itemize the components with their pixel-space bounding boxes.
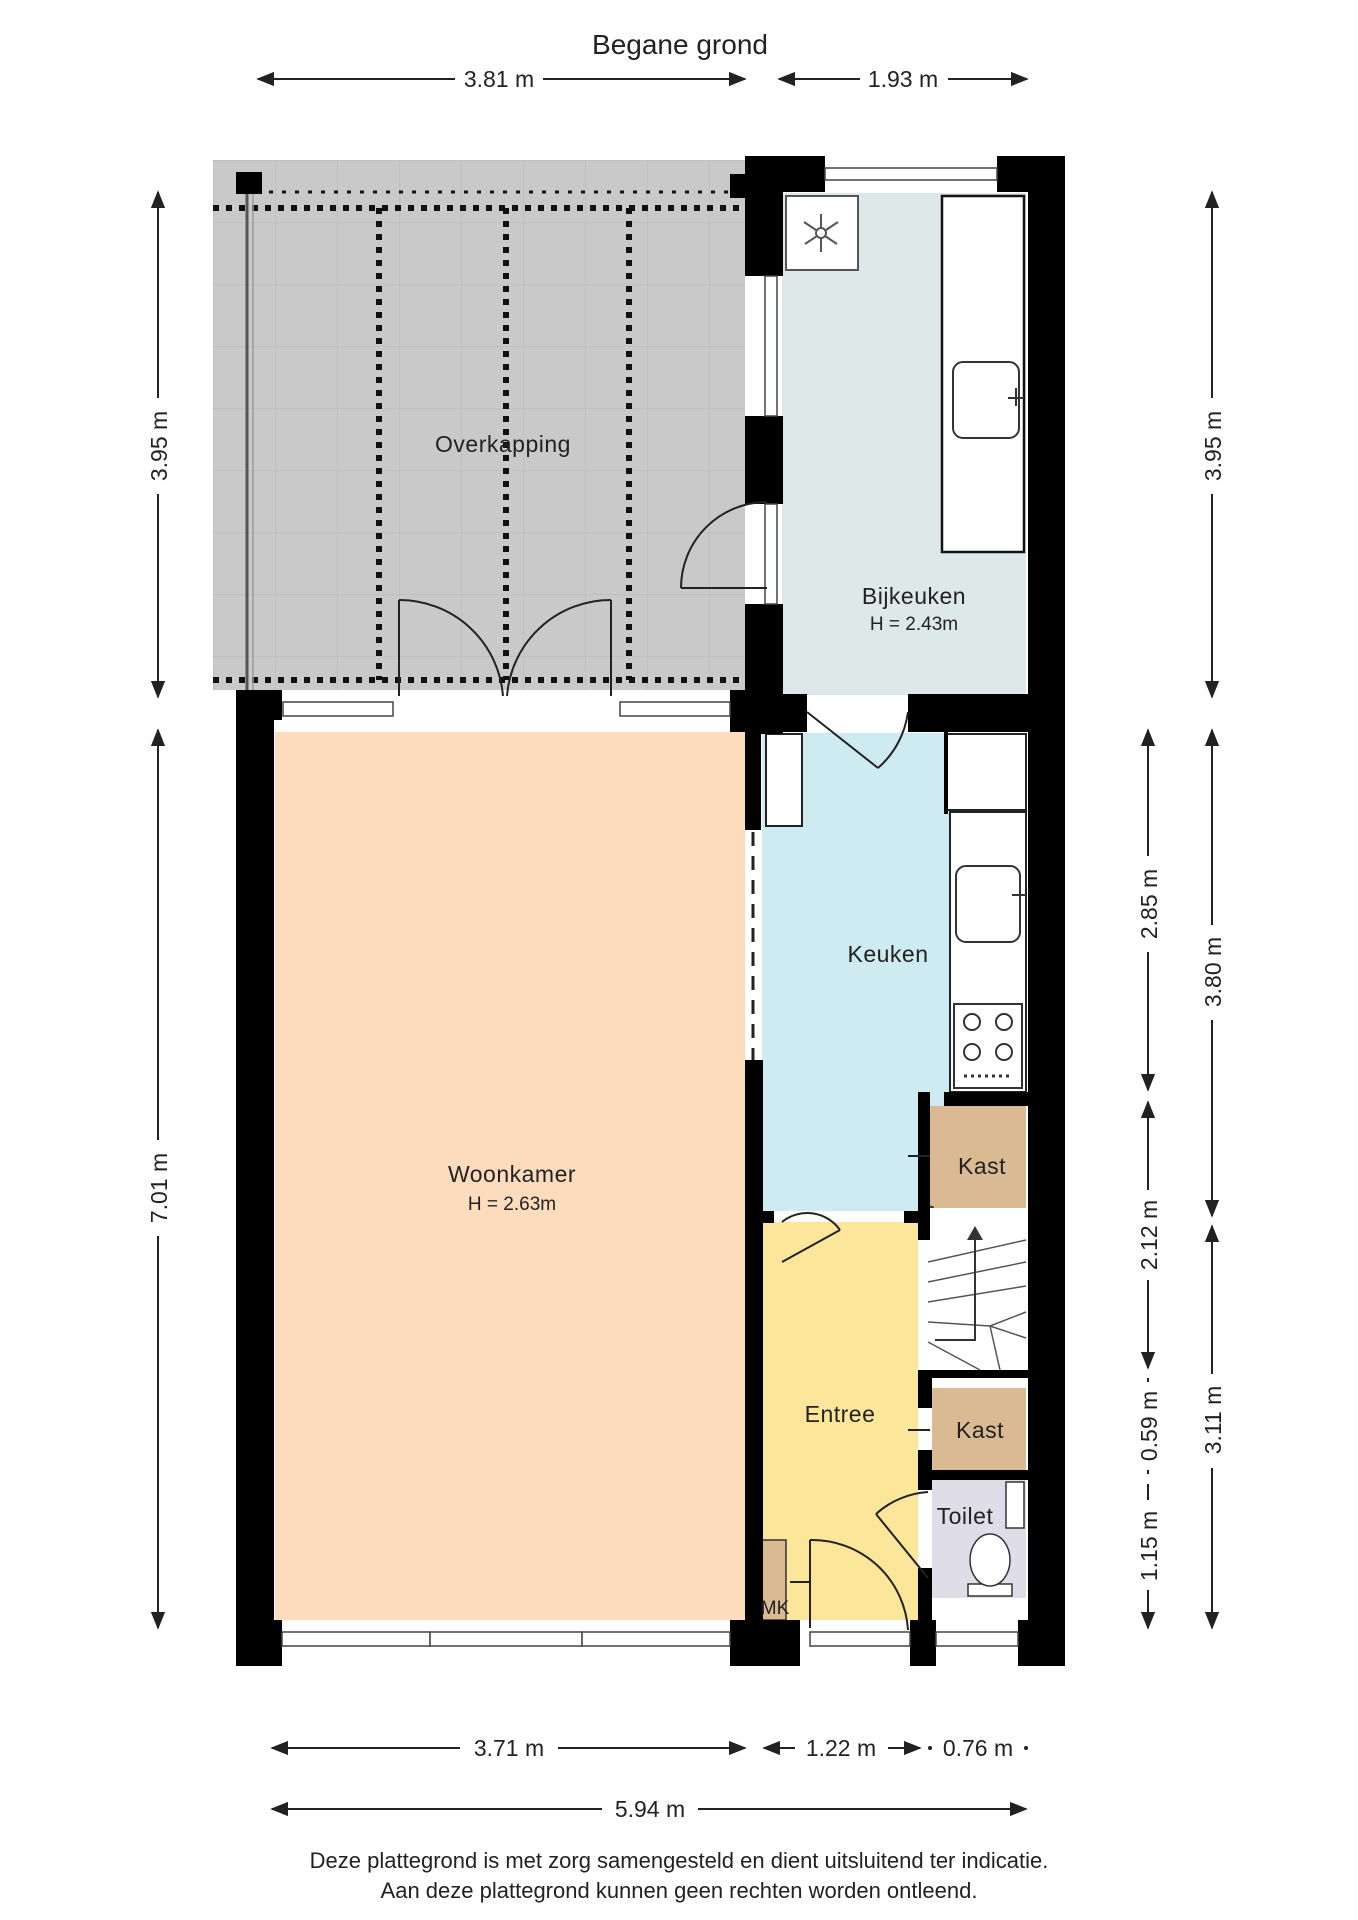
room-woonkamer [275,732,745,1620]
room-entree [762,1222,918,1620]
fan-icon [803,214,839,252]
dimension-bottom-total: 5.94 m [270,1796,1028,1822]
room-toilet [932,1480,1026,1598]
dimension-left-lower: 7.01 m [146,728,172,1630]
dimension-right-outer-mid-label: 3.80 m [1200,937,1226,1007]
dimension-right-toilet: 1.15 m [1136,1484,1162,1630]
dimension-right-outer-low-label: 3.11 m [1200,1386,1226,1455]
dimension-top-right: 1.93 m [777,66,1029,92]
stove-icon [953,1003,1023,1089]
room-overkapping [213,160,745,690]
room-kast-lower [932,1388,1026,1470]
dimension-top-right-label: 1.93 m [868,66,938,92]
room-height-bijkeuken: H = 2.43m [870,614,958,635]
room-label-keuken: Keuken [847,941,928,967]
dimension-left-lower-label: 7.01 m [146,1153,172,1223]
room-label-woonkamer: Woonkamer [448,1161,576,1187]
dimension-right-outer-low: 3.11 m [1200,1224,1226,1630]
dimension-left-upper-label: 3.95 m [146,411,172,481]
plan-title: Begane grond [592,29,768,60]
dimension-bottom-woonkamer-label: 3.71 m [474,1735,544,1761]
disclaimer-line-1: Deze plattegrond is met zorg samengestel… [309,1848,1049,1873]
room-label-overkapping: Overkapping [435,431,571,457]
dimension-right-keuken: 2.85 m [1136,728,1162,1092]
room-label-kast-lower: Kast [956,1417,1004,1443]
room-kast-upper [928,1106,1026,1234]
stairs [927,1208,1027,1371]
room-label-meter: MK [761,1598,790,1619]
room-label-toilet: Toilet [937,1503,994,1529]
dimension-right-stair: 2.12 m [1136,1100,1162,1370]
room-label-entree: Entree [805,1401,876,1427]
dimension-right-kast: 0.59 m [1136,1378,1162,1474]
toilet-icon [967,1533,1013,1597]
dimension-top-left-label: 3.81 m [464,66,534,92]
dimension-right-outer-mid: 3.80 m [1200,728,1226,1218]
dimension-bottom-entree: 1.22 m [762,1735,922,1761]
disclaimer-line-2: Aan deze plattegrond kunnen geen rechten… [380,1878,978,1903]
dimension-right-stair-label: 2.12 m [1136,1200,1162,1270]
dimension-bottom-toilet: 0.76 m [928,1735,1028,1761]
room-bijkeuken [782,193,1026,695]
dimension-right-upper-label: 3.95 m [1200,411,1226,481]
dimension-right-toilet-label: 1.15 m [1136,1511,1162,1581]
windows [281,167,1019,1647]
dimension-right-upper: 3.95 m [1200,190,1226,699]
dimension-right-kast-label: 0.59 m [1136,1391,1162,1461]
walls [236,156,1065,1666]
room-height-woonkamer: H = 2.63m [468,1194,556,1215]
dimension-bottom-entree-label: 1.22 m [806,1735,876,1761]
dimension-left-upper: 3.95 m [146,190,172,699]
dimension-bottom-woonkamer: 3.71 m [270,1735,747,1761]
dimension-top-left: 3.81 m [256,66,747,92]
doors [398,501,930,1631]
room-label-kast-upper: Kast [958,1153,1006,1179]
dimension-right-keuken-label: 2.85 m [1136,869,1162,939]
dimension-bottom-toilet-label: 0.76 m [943,1735,1013,1761]
room-label-bijkeuken: Bijkeuken [862,583,966,609]
dimension-bottom-total-label: 5.94 m [615,1796,685,1822]
